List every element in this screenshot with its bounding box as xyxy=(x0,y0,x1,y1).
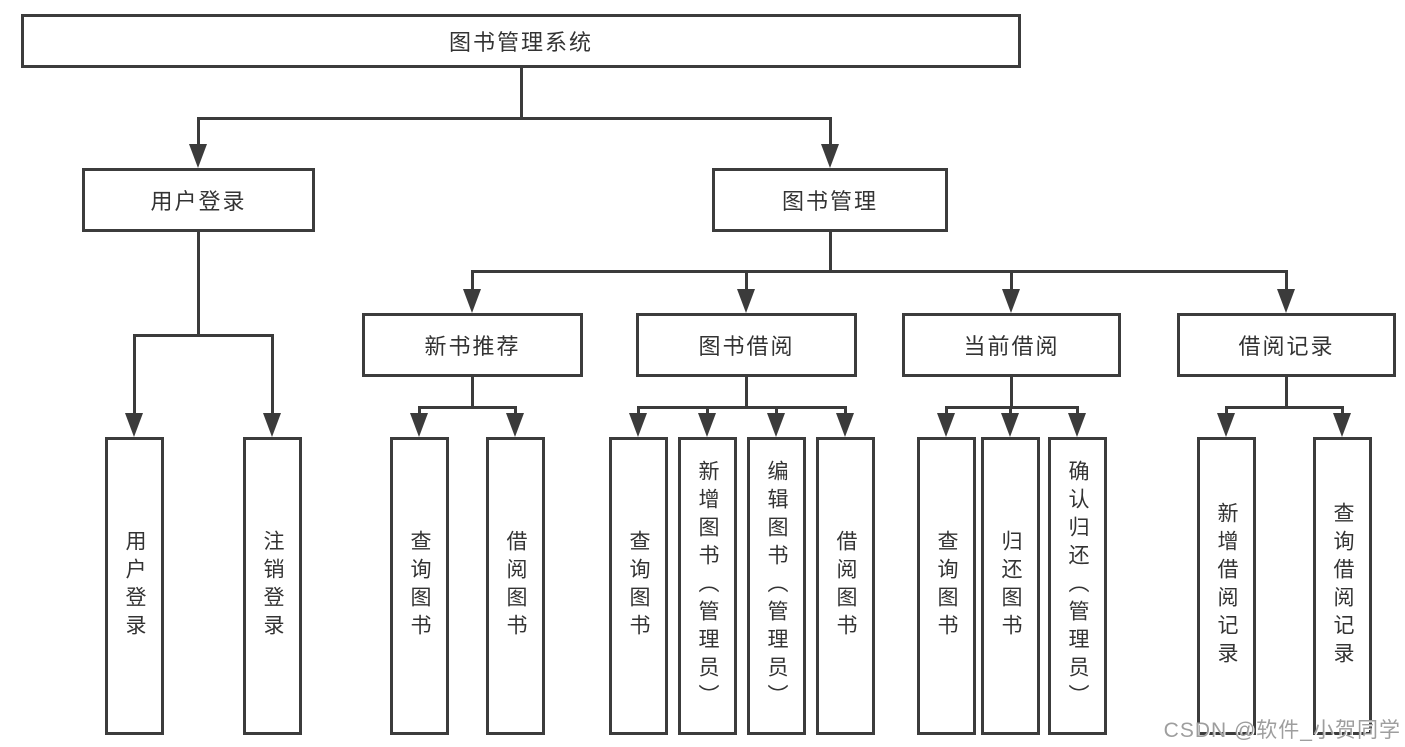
connector-line xyxy=(196,116,832,120)
leaf-return-book-label: 归还图书 xyxy=(999,530,1022,642)
connector-line xyxy=(470,269,1288,273)
node-borrow-records: 借阅记录 xyxy=(1177,313,1396,377)
node-user-login-label: 用户登录 xyxy=(150,189,247,214)
connector-line xyxy=(1284,377,1288,407)
arrow-down-icon xyxy=(125,413,143,437)
arrow-down-icon xyxy=(1068,413,1086,437)
arrow-down-icon xyxy=(1217,413,1235,437)
arrow-down-icon xyxy=(263,413,281,437)
connector-line xyxy=(196,118,200,162)
leaf-borrow-books-label: 借阅图书 xyxy=(834,530,857,642)
arrow-down-icon xyxy=(1002,289,1020,313)
node-new-book-recommend-label: 新书推荐 xyxy=(424,334,521,359)
arrow-down-icon xyxy=(1333,413,1351,437)
arrow-down-icon xyxy=(767,413,785,437)
connector-line xyxy=(470,377,474,407)
connector-line xyxy=(944,405,1079,409)
leaf-query-books-recommend: 查询图书 xyxy=(390,437,449,735)
arrow-down-icon xyxy=(506,413,524,437)
node-borrow-records-label: 借阅记录 xyxy=(1238,334,1335,359)
leaf-edit-book-admin: 编辑图书（管理员） xyxy=(747,437,806,735)
connector-line xyxy=(1009,377,1013,407)
connector-line xyxy=(744,377,748,407)
leaf-query-borrow-record-label: 查询借阅记录 xyxy=(1331,502,1354,670)
node-book-borrow-label: 图书借阅 xyxy=(698,334,795,359)
arrow-down-icon xyxy=(189,144,207,168)
leaf-logout-label: 注销登录 xyxy=(261,530,284,642)
leaf-user-login-label: 用户登录 xyxy=(123,530,146,642)
arrow-down-icon xyxy=(1277,289,1295,313)
leaf-return-book: 归还图书 xyxy=(981,437,1040,735)
arrow-down-icon xyxy=(463,289,481,313)
leaf-borrow-books-recommend-label: 借阅图书 xyxy=(504,530,527,642)
connector-line xyxy=(417,405,517,409)
node-user-login: 用户登录 xyxy=(82,168,315,232)
arrow-down-icon xyxy=(410,413,428,437)
leaf-add-borrow-record: 新增借阅记录 xyxy=(1197,437,1256,735)
leaf-add-book-admin: 新增图书（管理员） xyxy=(678,437,737,735)
connector-line xyxy=(828,118,832,162)
connector-line xyxy=(132,335,136,431)
connector-line xyxy=(1224,405,1344,409)
connector-line xyxy=(636,405,847,409)
leaf-query-borrow-record: 查询借阅记录 xyxy=(1313,437,1372,735)
node-root-label: 图书管理系统 xyxy=(448,30,593,55)
node-book-management-label: 图书管理 xyxy=(781,189,878,214)
connector-line xyxy=(828,232,832,271)
node-current-borrow-label: 当前借阅 xyxy=(963,334,1060,359)
arrow-down-icon xyxy=(821,144,839,168)
node-root: 图书管理系统 xyxy=(21,14,1021,68)
leaf-confirm-return-admin: 确认归还（管理员） xyxy=(1048,437,1107,735)
connector-line xyxy=(270,335,274,431)
leaf-query-books-current: 查询图书 xyxy=(917,437,976,735)
connector-line xyxy=(196,232,200,335)
leaf-add-book-admin-label: 新增图书（管理员） xyxy=(696,460,719,712)
arrow-down-icon xyxy=(937,413,955,437)
node-book-borrow: 图书借阅 xyxy=(636,313,857,377)
connector-line xyxy=(132,333,274,337)
leaf-borrow-books: 借阅图书 xyxy=(816,437,875,735)
leaf-logout: 注销登录 xyxy=(243,437,302,735)
arrow-down-icon xyxy=(1001,413,1019,437)
arrow-down-icon xyxy=(737,289,755,313)
csdn-watermark: CSDN @软件_小贺同学 xyxy=(1163,719,1401,742)
arrow-down-icon xyxy=(698,413,716,437)
node-book-management: 图书管理 xyxy=(712,168,948,232)
leaf-confirm-return-admin-label: 确认归还（管理员） xyxy=(1066,460,1089,712)
leaf-user-login: 用户登录 xyxy=(105,437,164,735)
leaf-borrow-books-recommend: 借阅图书 xyxy=(486,437,545,735)
leaf-query-books-borrow-label: 查询图书 xyxy=(627,530,650,642)
leaf-query-books-current-label: 查询图书 xyxy=(935,530,958,642)
node-current-borrow: 当前借阅 xyxy=(902,313,1121,377)
arrow-down-icon xyxy=(836,413,854,437)
connector-line xyxy=(519,68,523,118)
leaf-add-borrow-record-label: 新增借阅记录 xyxy=(1215,502,1238,670)
arrow-down-icon xyxy=(629,413,647,437)
leaf-query-books-borrow: 查询图书 xyxy=(609,437,668,735)
leaf-query-books-recommend-label: 查询图书 xyxy=(408,530,431,642)
node-new-book-recommend: 新书推荐 xyxy=(362,313,583,377)
leaf-edit-book-admin-label: 编辑图书（管理员） xyxy=(765,460,788,712)
